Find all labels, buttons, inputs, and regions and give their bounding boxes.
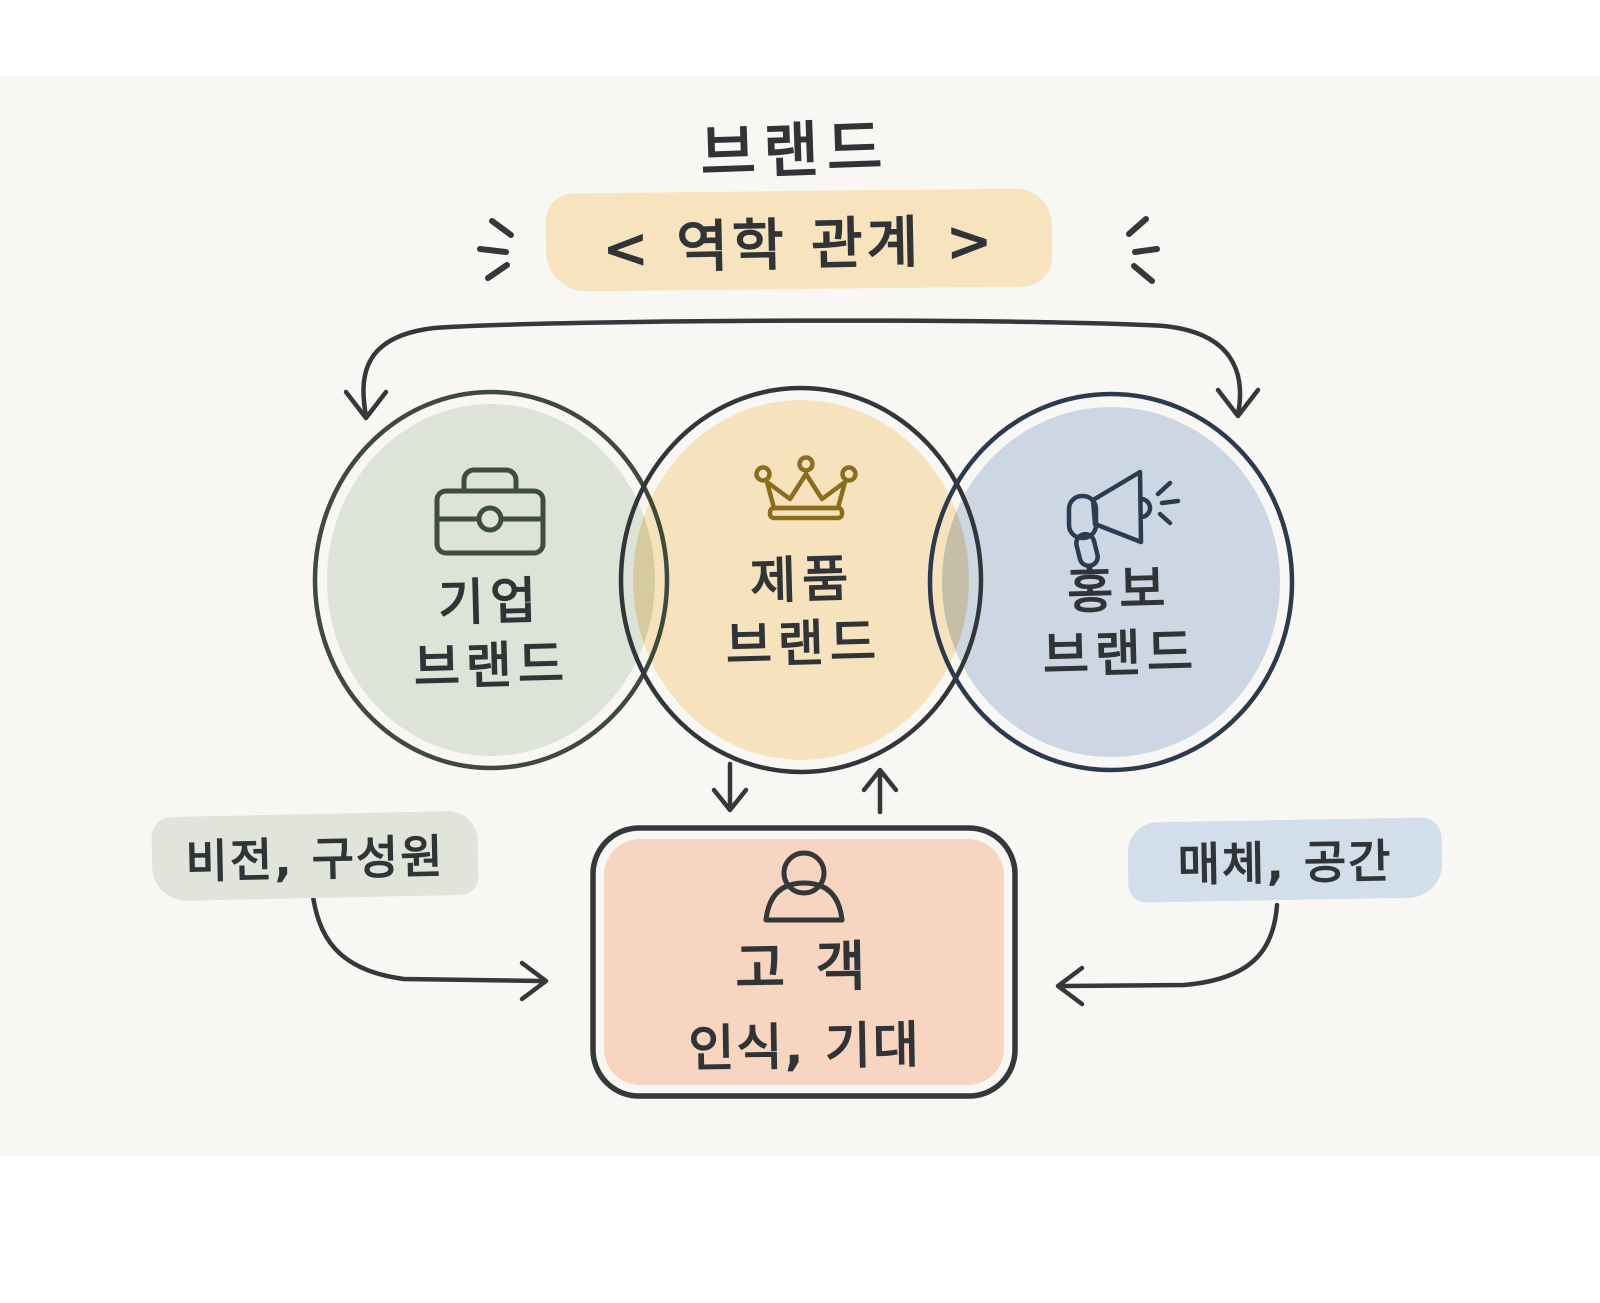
- corporate-label-line2: 브랜드: [413, 634, 571, 698]
- media-space-note: 매체, 공간: [1127, 817, 1443, 903]
- product-label-line1: 제품: [749, 549, 855, 611]
- crown-icon: [754, 455, 858, 521]
- left-curved-arrow: [309, 887, 549, 1002]
- product-label-line2: 브랜드: [725, 612, 883, 676]
- corporate-circle-fill: [327, 404, 655, 756]
- left-emphasis-marks: [477, 218, 514, 281]
- person-icon: [763, 850, 845, 923]
- right-curved-arrow: [1055, 902, 1280, 1007]
- product-circle-outline: [618, 385, 984, 775]
- up-arrow: [861, 767, 899, 815]
- customer-box-outline: [590, 825, 1018, 1099]
- top-arc-arrow: [343, 318, 1261, 421]
- venn-fills: [327, 400, 1280, 760]
- diagram-title: 브랜드: [699, 112, 892, 190]
- product-brand-label: 제품 브랜드: [723, 548, 882, 676]
- customer-label-line1: 고 객: [734, 934, 872, 1001]
- customer-label-line2: 인식, 기대: [687, 1015, 922, 1079]
- corporate-label-line1: 기업: [437, 571, 543, 633]
- promotion-label-line1: 홍보: [1066, 559, 1172, 621]
- megaphone-icon: [1066, 469, 1181, 569]
- customer-box-fill: [604, 839, 1004, 1085]
- corporate-brand-label: 기업 브랜드: [411, 570, 570, 698]
- promotion-circle-outline: [927, 391, 1295, 773]
- briefcase-icon: [434, 467, 546, 556]
- down-arrow: [711, 761, 749, 813]
- customer-box-label: 고 객 인식, 기대: [687, 934, 922, 1079]
- diagram-subtitle: < 역학 관계 >: [601, 208, 997, 282]
- vision-members-note: 비전, 구성원: [151, 810, 479, 902]
- promotion-circle-fill: [942, 407, 1280, 757]
- arrows: [309, 216, 1280, 1007]
- promotion-brand-label: 홍보 브랜드: [1040, 558, 1199, 686]
- promotion-label-line2: 브랜드: [1042, 622, 1200, 686]
- subtitle-highlight: < 역학 관계 >: [545, 188, 1053, 292]
- product-circle-fill: [633, 400, 969, 760]
- right-emphasis-marks: [1126, 216, 1160, 284]
- corporate-circle-outline: [312, 389, 670, 771]
